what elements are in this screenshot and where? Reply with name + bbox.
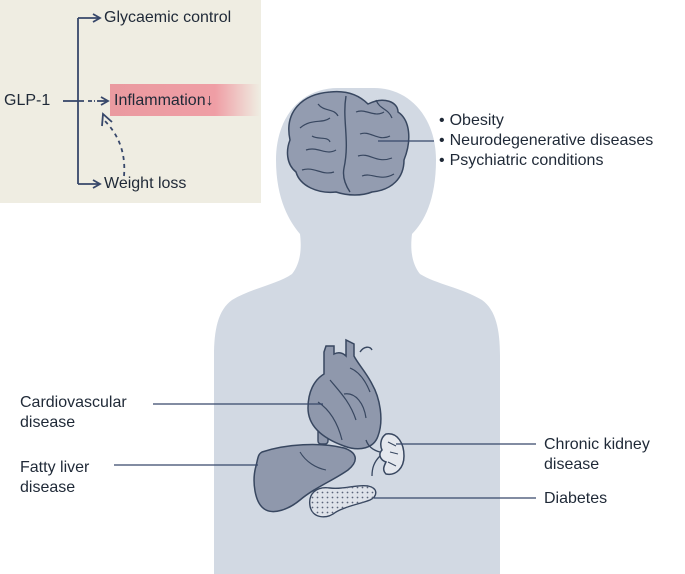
pancreas-illustration <box>309 484 377 518</box>
inflammation-highlight <box>110 84 260 116</box>
dashed-arrow-head <box>101 112 113 127</box>
liver-illustration <box>253 443 356 513</box>
glp1-label: GLP-1 <box>4 92 51 109</box>
brain-conditions-list: Obesity Neurodegenerative diseases Psych… <box>439 111 654 171</box>
weight-loss-label: Weight loss <box>104 175 187 192</box>
glycaemic-control-label: Glycaemic control <box>104 9 232 26</box>
diabetes-label: Diabetes <box>544 490 608 507</box>
inset-arrows <box>63 13 126 189</box>
chronic-kidney-disease-label: Chronic kidney disease <box>544 436 650 473</box>
inflammation-label: Inflammation↓ <box>114 92 214 109</box>
weight-loss-to-inflammation-line <box>103 119 126 177</box>
condition-obesity: Obesity <box>439 111 653 131</box>
brain-illustration <box>286 90 410 196</box>
heart-illustration <box>307 338 382 450</box>
cardiovascular-disease-label: Cardiovascular disease <box>20 394 127 431</box>
condition-psychiatric: Psychiatric conditions <box>439 151 653 171</box>
fatty-liver-disease-label: Fatty liver disease <box>20 459 90 496</box>
condition-neurodegenerative: Neurodegenerative diseases <box>439 131 654 151</box>
leader-lines <box>114 140 536 499</box>
